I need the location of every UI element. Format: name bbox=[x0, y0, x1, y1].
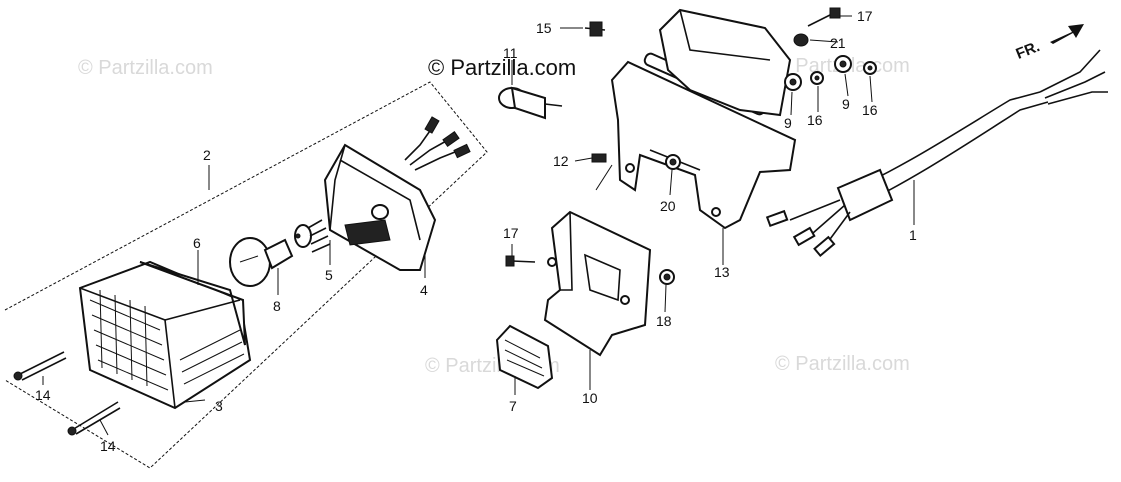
callout-16b: 16 bbox=[862, 102, 878, 118]
callout-19: 18 bbox=[656, 313, 672, 329]
leader-lines bbox=[42, 15, 915, 436]
assembly-outline bbox=[4, 81, 488, 469]
watermark: © Partzilla.com bbox=[78, 57, 213, 79]
bulb bbox=[229, 237, 294, 287]
callout-8: 8 bbox=[273, 298, 281, 314]
callout-labels: 2 6 3 4 5 8 14 14 15 11 12 20 13 17 18 7… bbox=[35, 8, 917, 454]
nut-9a bbox=[784, 73, 802, 91]
nut-19 bbox=[659, 269, 675, 285]
callout-3: 3 bbox=[215, 398, 223, 414]
callout-20: 20 bbox=[660, 198, 676, 214]
callout-9a: 9 bbox=[784, 115, 792, 131]
callout-1: 1 bbox=[909, 227, 917, 243]
callout-7: 7 bbox=[509, 398, 517, 414]
washer-21 bbox=[793, 33, 809, 47]
callout-14b: 14 bbox=[100, 438, 116, 454]
direction-label: FR. bbox=[1013, 38, 1042, 63]
washer-16a bbox=[810, 71, 824, 85]
bolt-18 bbox=[505, 255, 536, 267]
callout-21: 21 bbox=[830, 35, 846, 51]
watermark: © Partzilla.com bbox=[775, 353, 910, 375]
socket-spring bbox=[294, 219, 331, 253]
callout-18: 17 bbox=[503, 225, 519, 241]
wire-harness bbox=[765, 49, 1108, 258]
callout-17: 17 bbox=[857, 8, 873, 24]
callout-4: 4 bbox=[420, 282, 428, 298]
reflector-bracket bbox=[543, 210, 652, 357]
marker-bulb bbox=[498, 86, 563, 120]
front-direction-arrow: FR. bbox=[1013, 24, 1084, 63]
taillight-base bbox=[323, 116, 471, 271]
callout-9b: 9 bbox=[842, 96, 850, 112]
callout-11: 11 bbox=[503, 45, 518, 61]
nut-20 bbox=[665, 154, 681, 170]
callout-15: 15 bbox=[536, 20, 552, 36]
screw-14-lower bbox=[67, 401, 121, 436]
screw-14-upper bbox=[13, 351, 67, 381]
bolt-17 bbox=[807, 7, 841, 27]
callout-6: 6 bbox=[193, 235, 201, 251]
reflector bbox=[495, 324, 554, 390]
license-bracket bbox=[610, 8, 797, 230]
callout-2: 2 bbox=[203, 147, 211, 163]
washer-16b bbox=[863, 61, 877, 75]
callout-13: 13 bbox=[714, 264, 730, 280]
callout-12: 12 bbox=[553, 153, 569, 169]
brand-logo-text: © Partzilla.com bbox=[428, 55, 576, 80]
callout-5: 5 bbox=[325, 267, 333, 283]
callout-10: 10 bbox=[582, 390, 598, 406]
taillight-lens bbox=[78, 260, 252, 410]
callout-14a: 14 bbox=[35, 387, 51, 403]
nut-9b bbox=[834, 55, 852, 73]
bolt-15 bbox=[584, 21, 606, 37]
bolt-12 bbox=[591, 153, 607, 163]
callout-16a: 16 bbox=[807, 112, 823, 128]
